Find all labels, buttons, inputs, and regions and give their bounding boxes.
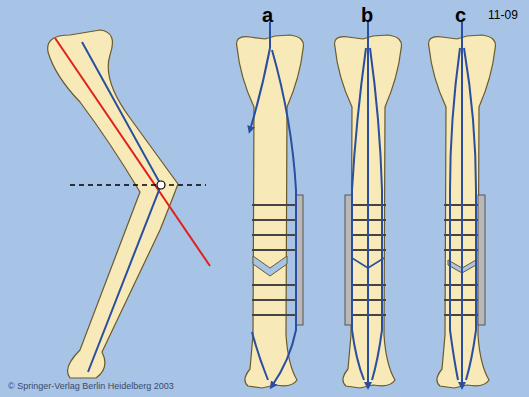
panel-letter: a <box>262 4 273 27</box>
copyright-note: © Springer-Verlag Berlin Heidelberg 2003 <box>8 381 174 391</box>
panel-letter: c <box>455 4 466 27</box>
panel-letter: b <box>361 4 373 27</box>
figure-number: 11-09 <box>488 8 518 22</box>
